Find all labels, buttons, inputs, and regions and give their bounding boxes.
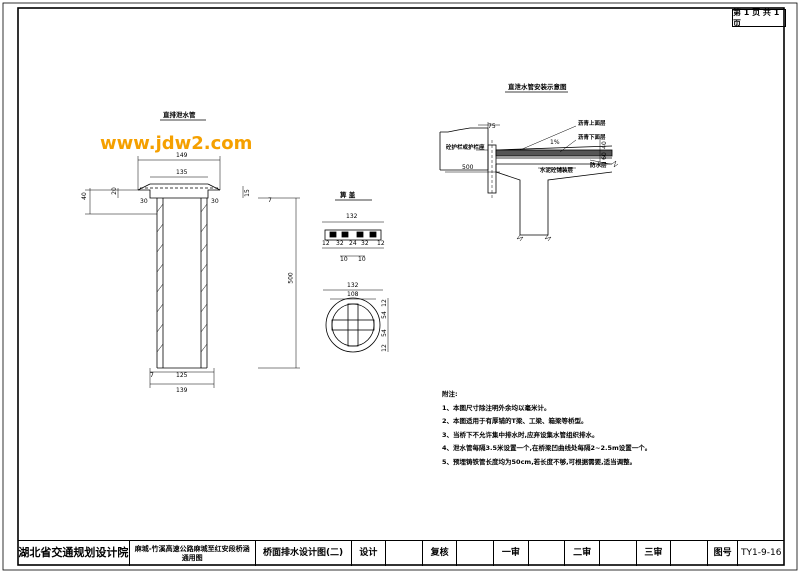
notes-heading: 附注: — [442, 390, 458, 398]
grate-dim-32b: 32 — [361, 240, 369, 247]
review-label: 复核 — [423, 541, 458, 566]
dim-30-right: 30 — [211, 198, 219, 205]
label-concrete: 水泥砼铺装层 — [540, 168, 574, 174]
pipe-drawing — [85, 156, 300, 388]
install-dim-500: 500 — [462, 164, 474, 171]
grate-plan-108: 108 — [347, 291, 359, 298]
dim-125: 125 — [176, 372, 188, 379]
notes: 附注: 1、本图尺寸除注明外余均以毫米计。 2、本图适用于有厚铺的T梁、工梁、箱… — [442, 388, 651, 469]
note-item: 5、预埋铸铁管长度均为50cm,若长度不够,可根据需要,适当调整。 — [442, 457, 637, 466]
dim-500: 500 — [287, 272, 295, 284]
grate-dim-132: 132 — [346, 213, 358, 220]
install-title: 直泄水管安装示意图 — [508, 83, 567, 91]
note-item: 2、本图适用于有厚铺的T梁、工梁、箱梁等桥型。 — [442, 417, 588, 425]
dim-20: 20 — [110, 187, 118, 195]
grate-dim-10b: 10 — [358, 256, 366, 263]
install-dim-1pct: 1% — [550, 139, 560, 146]
org-name: 湖北省交通规划设计院 — [18, 541, 130, 566]
first-review-label: 一审 — [494, 541, 529, 566]
title-block: 湖北省交通规划设计院 麻城-竹溪高速公路麻城至红安段桥涵通用图 桥面排水设计图(… — [18, 540, 784, 566]
first-review-sign — [529, 541, 566, 566]
note-item: 3、当桥下不允许集中排水时,应弃设集水管组织排水。 — [442, 430, 599, 439]
design-sign — [386, 541, 423, 566]
drawing-no-label: 图号 — [708, 541, 739, 566]
grate-dim-12b: 12 — [377, 240, 385, 247]
label-waterproof: 防水层 — [590, 163, 607, 169]
grate-title: 箅 盖 — [340, 191, 356, 199]
install-dim-60: 60 — [600, 152, 608, 160]
design-label: 设计 — [352, 541, 387, 566]
grate-plan-54b: 54 — [380, 329, 388, 337]
grate-drawing — [322, 221, 389, 353]
dim-40: 40 — [80, 192, 88, 200]
label-guardrail: 砼护栏或护栏座 — [446, 145, 485, 151]
dim-7-right: 7 — [268, 197, 272, 204]
install-dim-75: 75 — [488, 123, 496, 130]
label-asphalt-bottom: 沥青下面层 — [578, 135, 606, 141]
dim-7-wall: 7 — [150, 372, 154, 379]
page-info: 第 1 页 共 1 页 — [732, 8, 786, 28]
dim-30-left: 30 — [140, 198, 148, 205]
third-review-label: 三审 — [637, 541, 672, 566]
second-review-sign — [600, 541, 637, 566]
install-drawing — [439, 122, 619, 242]
dim-149: 149 — [176, 152, 188, 159]
grate-plan-54a: 54 — [380, 311, 388, 319]
grate-dim-10a: 10 — [340, 256, 348, 263]
second-review-label: 二审 — [565, 541, 600, 566]
dim-135: 135 — [176, 169, 188, 176]
watermark: www.jdw2.com — [100, 133, 253, 154]
review-sign — [457, 541, 495, 566]
project-name: 麻城-竹溪高速公路麻城至红安段桥涵通用图 — [130, 541, 256, 566]
drawing-title: 桥面排水设计图(二) — [256, 541, 352, 566]
drawing-no: TY1-9-16 — [741, 548, 782, 559]
dim-139: 139 — [176, 387, 188, 394]
inner-border — [17, 7, 785, 566]
label-asphalt-top: 沥青上面层 — [578, 121, 606, 127]
install-dim-40: 40 — [600, 141, 608, 149]
note-item: 1、本图尺寸除注明外余均以毫米计。 — [442, 403, 551, 412]
grate-plan-132: 132 — [347, 282, 359, 289]
grate-plan-12b: 12 — [380, 344, 388, 352]
pipe-title: 直排泄水管 — [163, 111, 196, 119]
dim-15: 15 — [243, 189, 251, 197]
grate-plan-12a: 12 — [380, 299, 388, 307]
grate-dim-32a: 32 — [336, 240, 344, 247]
grate-dim-12a: 12 — [322, 240, 330, 247]
grate-dim-24: 24 — [349, 240, 357, 247]
third-review-sign — [671, 541, 708, 566]
note-item: 4、泄水管每隔3.5米设置一个,在桥梁凹曲线处每隔2~2.5m设置一个。 — [442, 444, 652, 452]
